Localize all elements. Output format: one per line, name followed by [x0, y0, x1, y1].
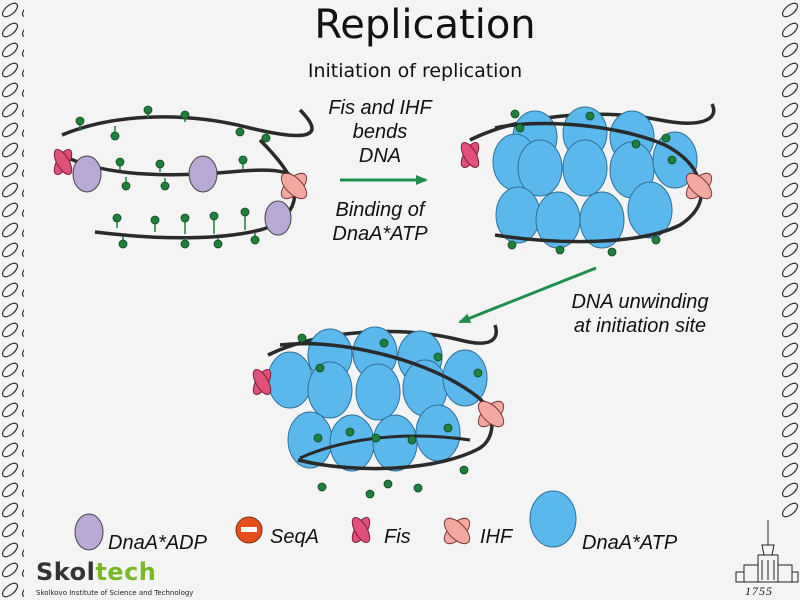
logo-tagline: Skolkovo Institute of Science and Techno… — [36, 589, 194, 597]
legend-label-ihf: IHF — [480, 526, 513, 548]
logo-name: Skoltech — [36, 558, 156, 586]
legend-label-dnaa-adp: DnaA*ADP — [108, 532, 207, 554]
logo-name-part2: tech — [95, 558, 157, 586]
dnaa-atp-icon — [529, 490, 577, 548]
step1-bottom-label: Binding of DnaA*ATP — [332, 199, 428, 245]
dnaa-adp-icon — [74, 513, 104, 551]
page-subtitle: Initiation of replication — [307, 60, 523, 82]
emblem-year: 1755 — [745, 584, 773, 598]
fis-icon — [351, 517, 371, 543]
arrow-step-2 — [458, 266, 597, 324]
right-chain-border — [778, 0, 800, 520]
panel-unwinding — [252, 324, 505, 499]
ihf-icon — [443, 517, 471, 545]
panel-bent-dna — [53, 105, 314, 249]
university-building-icon — [735, 520, 799, 583]
step2-label: DNA unwinding at initiation site — [571, 291, 709, 337]
logo-name-part1: Skol — [36, 558, 96, 586]
legend-label-dnaa-atp: DnaA*ATP — [582, 532, 678, 554]
seqa-icon — [235, 516, 263, 544]
legend-label-fis: Fis — [384, 526, 411, 548]
skoltech-logo: Skoltech Skolkovo Institute of Science a… — [34, 558, 193, 598]
legend-label-seqa: SeqA — [270, 526, 319, 548]
left-chain-border — [0, 0, 24, 600]
page-title: Replication — [314, 2, 536, 48]
panel-dnaa-bound — [460, 103, 716, 257]
step1-top-label: Fis and IHF bends DNA — [328, 97, 432, 167]
